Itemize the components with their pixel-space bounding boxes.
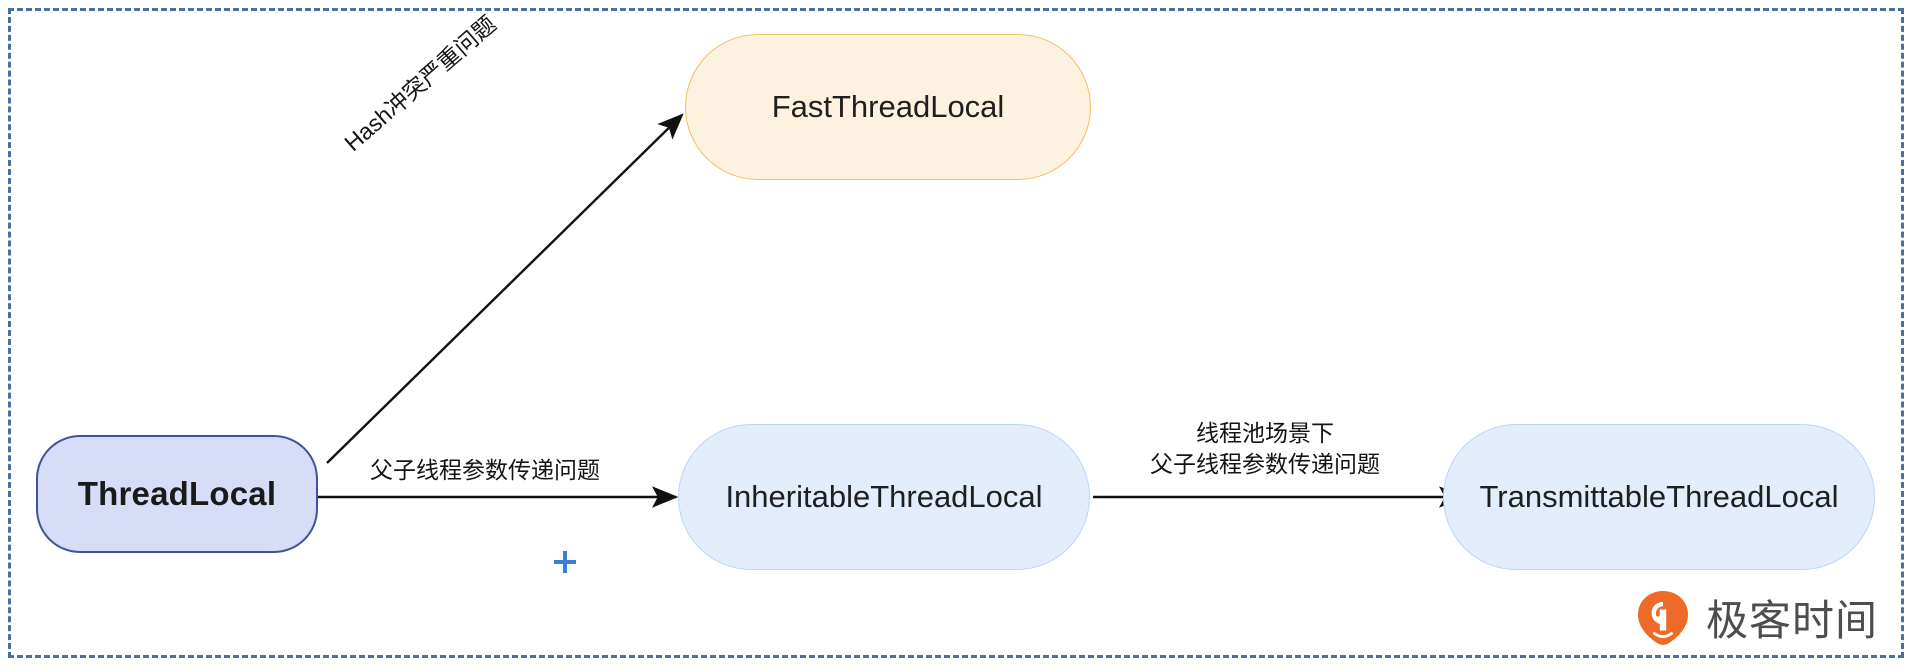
node-inheritablethreadlocal-label: InheritableThreadLocal — [725, 479, 1043, 515]
watermark-text: 极客时间 — [1705, 596, 1878, 645]
crosshair-marker[interactable] — [554, 551, 576, 573]
edge-label-hash-conflict: Hash冲突严重问题 — [338, 9, 503, 158]
watermark: 极客时间 — [1634, 587, 1878, 648]
crosshair-vertical-bar — [563, 551, 567, 573]
edge-threadlocal-to-fastthreadlocal — [326, 113, 684, 464]
edge-label-threadpool-line1: 线程池场景下 — [1196, 420, 1334, 446]
edge-label-parent-child-transfer: 父子线程参数传递问题 — [370, 455, 600, 486]
edge-label-hash-conflict-text: Hash冲突严重问题 — [339, 10, 502, 157]
edge-label-parent-child-transfer-text: 父子线程参数传递问题 — [370, 457, 600, 483]
node-transmittablethreadlocal-label: TransmittableThreadLocal — [1479, 479, 1839, 515]
geektime-logo-icon — [1634, 589, 1692, 647]
node-transmittablethreadlocal[interactable]: TransmittableThreadLocal — [1443, 424, 1875, 570]
node-threadlocal-label: ThreadLocal — [77, 475, 277, 513]
edge-label-threadpool-transfer: 线程池场景下 父子线程参数传递问题 — [1150, 418, 1380, 480]
node-fastthreadlocal-label: FastThreadLocal — [771, 89, 1005, 125]
node-inheritablethreadlocal[interactable]: InheritableThreadLocal — [678, 424, 1090, 570]
node-fastthreadlocal[interactable]: FastThreadLocal — [685, 34, 1091, 180]
node-threadlocal[interactable]: ThreadLocal — [36, 435, 318, 553]
edge-label-threadpool-line2: 父子线程参数传递问题 — [1150, 451, 1380, 478]
